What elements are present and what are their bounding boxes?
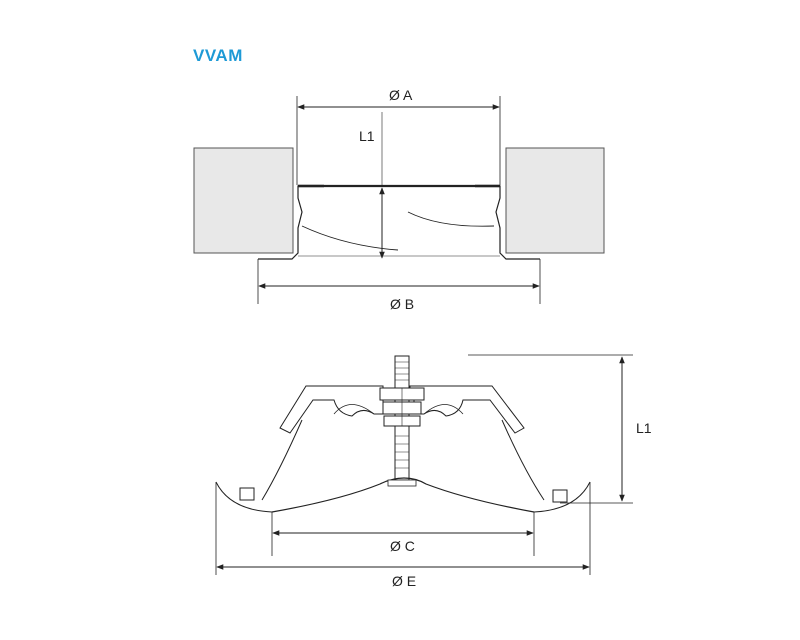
label-diameter-b: Ø B (390, 296, 414, 312)
left-foot (239, 487, 255, 501)
valve-arm-right (501, 419, 545, 501)
bracket-arch-left (333, 404, 375, 415)
top-section-view (193, 96, 605, 304)
valve-skirt-left (215, 481, 273, 513)
label-diameter-c: Ø C (390, 538, 415, 554)
label-diameter-a: Ø A (389, 87, 413, 103)
valve-skirt-right (533, 481, 591, 513)
bottom-elevation-view (215, 354, 633, 575)
valve-disk-curve-left (301, 225, 399, 251)
label-l1-bottom: L1 (636, 420, 652, 436)
right-foot (552, 489, 568, 503)
disk-center-nut (387, 479, 417, 487)
left-wall-block (193, 147, 294, 254)
label-diameter-e: Ø E (392, 573, 416, 589)
valve-arm-left (261, 419, 303, 501)
page-title: VVAM (193, 46, 243, 65)
valve-disk-dome (271, 477, 535, 513)
valve-body-outline (258, 185, 540, 260)
valve-disk-curve-right (407, 211, 495, 227)
right-wall-block (505, 147, 605, 254)
bracket-arch-right (423, 404, 464, 415)
label-l1-top: L1 (359, 128, 375, 144)
